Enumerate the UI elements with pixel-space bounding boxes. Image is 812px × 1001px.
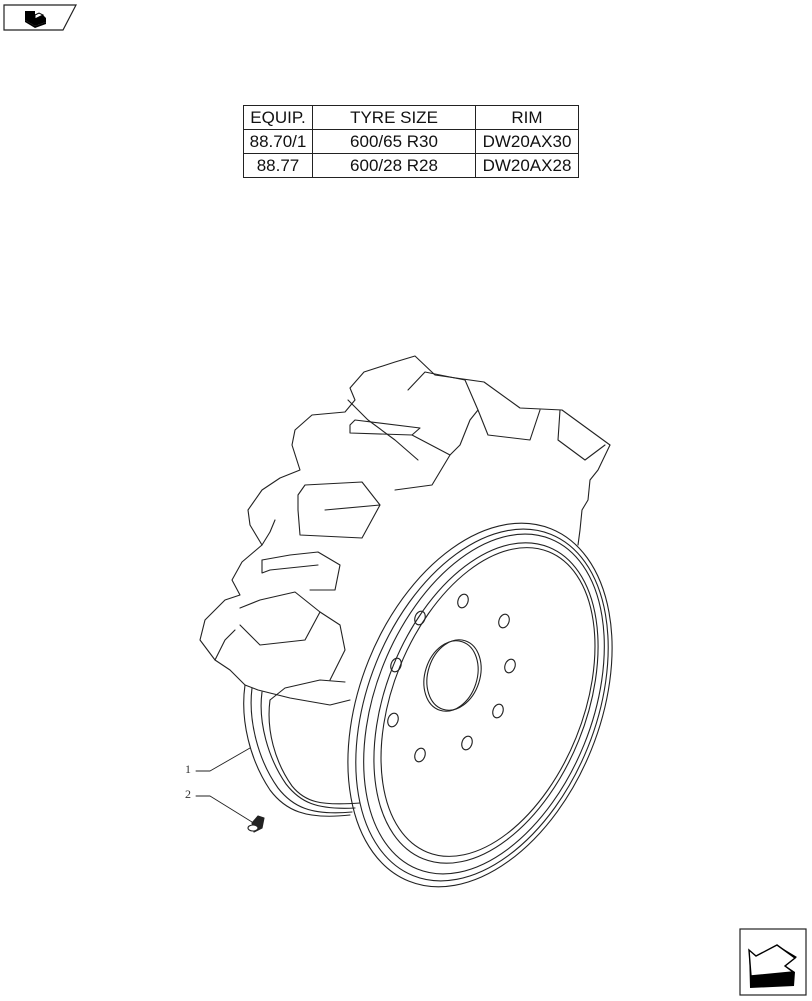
tyre-tread [199, 355, 611, 706]
callout-1: 1 [185, 762, 191, 776]
rim-face [347, 522, 613, 888]
wheel-hub [387, 593, 516, 763]
leader-lines [195, 747, 253, 823]
cell-rim: DW20AX28 [475, 153, 579, 178]
tyre-spec-table: EQUIP. TYRE SIZE RIM 88.70/1 600/65 R30 … [243, 105, 579, 178]
previous-page-button[interactable] [3, 4, 77, 31]
table-header-row: EQUIP. TYRE SIZE RIM [243, 105, 579, 130]
table-row: 88.70/1 600/65 R30 DW20AX30 [243, 129, 579, 154]
header-equip: EQUIP. [243, 105, 313, 130]
rim-barrel [243, 684, 361, 817]
back-arrow-icon [3, 4, 77, 31]
next-page-button[interactable] [739, 928, 807, 996]
forward-arrow-icon [739, 928, 807, 996]
cell-equip: 88.77 [243, 153, 313, 178]
callout-2: 2 [185, 787, 191, 801]
cell-rim: DW20AX30 [475, 129, 579, 154]
cell-tyre-size: 600/28 R28 [312, 153, 476, 178]
valve [247, 815, 265, 833]
table-row: 88.77 600/28 R28 DW20AX28 [243, 153, 579, 178]
